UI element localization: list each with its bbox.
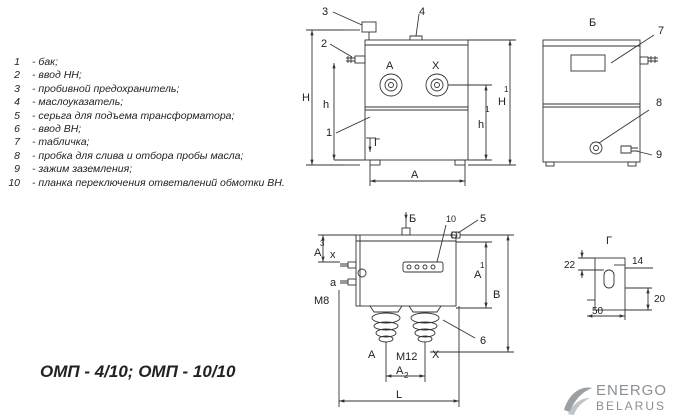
callout-3: 3 bbox=[322, 6, 328, 18]
legend-item: 2- ввод НН; bbox=[14, 69, 82, 82]
terminal-x-label: Х bbox=[432, 60, 440, 72]
dim-h1-sub: 1 bbox=[485, 105, 490, 114]
term-x-small: х bbox=[330, 249, 336, 261]
legend-item: 3- пробивной предохранитель; bbox=[14, 82, 180, 95]
dim-a: А bbox=[411, 169, 419, 181]
top-view bbox=[318, 212, 514, 407]
model-title: ОМП - 4/10; ОМП - 10/10 bbox=[40, 362, 236, 381]
dim-H1: H bbox=[498, 96, 506, 108]
section-g-label: Г bbox=[374, 137, 380, 149]
dim-h: h bbox=[323, 99, 329, 111]
energo-belarus-logo: ENERGO BELARUS bbox=[560, 382, 685, 418]
legend-item: 4- маслоуказатель; bbox=[14, 96, 124, 109]
callout-4: 4 bbox=[419, 6, 425, 18]
legend-item: 8- пробка для слива и отбора пробы масла… bbox=[14, 149, 244, 162]
hv-bushing-x bbox=[408, 305, 442, 352]
legend-item: 7- табличка; bbox=[14, 136, 90, 149]
view-b-label: Б bbox=[409, 213, 416, 225]
dim-b: В bbox=[493, 289, 500, 301]
term-a-small: а bbox=[330, 277, 337, 289]
logo-swoosh-icon bbox=[564, 387, 592, 415]
side-view-label: Б bbox=[589, 17, 596, 29]
dim-22: 22 bbox=[564, 260, 576, 271]
callout-8: 8 bbox=[656, 97, 662, 109]
legend-item: 6- ввод ВН; bbox=[14, 123, 82, 136]
legend-item: 1- бак; bbox=[14, 56, 59, 68]
callout-9: 9 bbox=[656, 149, 662, 161]
callout-6: 6 bbox=[480, 335, 486, 347]
term-x-big: Х bbox=[432, 349, 440, 361]
legend-item: 5- серьга для подъема трансформатора; bbox=[14, 109, 235, 122]
detail-g-label: Г bbox=[606, 235, 612, 247]
dim-m8: М8 bbox=[314, 295, 329, 307]
dim-50: 50 bbox=[592, 306, 604, 317]
callout-2: 2 bbox=[321, 38, 327, 50]
callout-5: 5 bbox=[480, 213, 486, 225]
dim-h1: h bbox=[478, 119, 484, 131]
callout-10: 10 bbox=[446, 214, 456, 224]
hv-bushing-a bbox=[369, 305, 403, 352]
dim-a2-sub: 2 bbox=[404, 371, 409, 380]
dim-a3-sub: 3 bbox=[320, 239, 325, 248]
side-view bbox=[542, 34, 658, 167]
dim-h-total: H bbox=[302, 92, 310, 104]
legend-item: 10- планка переключения ответвлений обмо… bbox=[8, 176, 285, 189]
logo-line2: BELARUS bbox=[596, 399, 667, 413]
dim-a1: А bbox=[474, 269, 482, 281]
dim-20: 20 bbox=[654, 294, 666, 305]
front-view bbox=[306, 11, 516, 186]
legend-item: 9- зажим заземления; bbox=[14, 163, 133, 176]
dim-m12: М12 bbox=[396, 351, 417, 363]
terminal-a-label: А bbox=[386, 60, 394, 72]
dim-a3: А bbox=[314, 247, 322, 259]
dim-a2: А bbox=[396, 365, 404, 377]
logo-line1: ENERGO bbox=[596, 382, 668, 399]
dim-a1-sub: 1 bbox=[480, 261, 485, 270]
dim-l: L bbox=[396, 389, 402, 401]
detail-g bbox=[578, 250, 653, 320]
callout-7: 7 bbox=[658, 25, 664, 37]
dim-H1-sub: 1 bbox=[504, 85, 509, 94]
callout-1: 1 bbox=[326, 127, 332, 139]
dim-14: 14 bbox=[632, 256, 644, 267]
term-a-big: А bbox=[368, 349, 376, 361]
legend: 1- бак; 2- ввод НН; 3- пробивной предохр… bbox=[4, 56, 304, 190]
